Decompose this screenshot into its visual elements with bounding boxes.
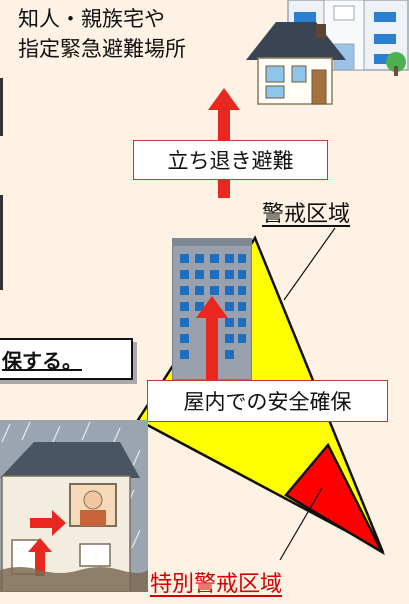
special-warning-zone-triangle [284, 442, 386, 556]
evacuate-label-box: 立ち退き避難 [133, 140, 328, 180]
left-edge-rule-top [0, 78, 3, 136]
warning-zone-label: 警戒区域 [262, 202, 351, 227]
callout-box: 保する。 [0, 338, 133, 380]
shelter-up-arrow-icon [196, 296, 228, 380]
shelter-building-icon [246, 0, 409, 105]
special-warning-zone-label: 特別警戒区域 [150, 572, 283, 597]
callout-text: 保する。 [2, 348, 82, 373]
left-edge-rule-bottom [0, 195, 3, 290]
destination-line-2: 指定緊急避難場所 [18, 37, 186, 61]
flooded-house-icon [0, 420, 148, 592]
destination-label: 知人・親族宅や 指定緊急避難場所 [18, 4, 248, 64]
destination-line-1: 知人・親族宅や [18, 7, 165, 31]
shelter-in-place-box: 屋内での安全確保 [147, 380, 388, 422]
house-icon [246, 22, 346, 105]
apartment-building-icon [172, 238, 252, 380]
